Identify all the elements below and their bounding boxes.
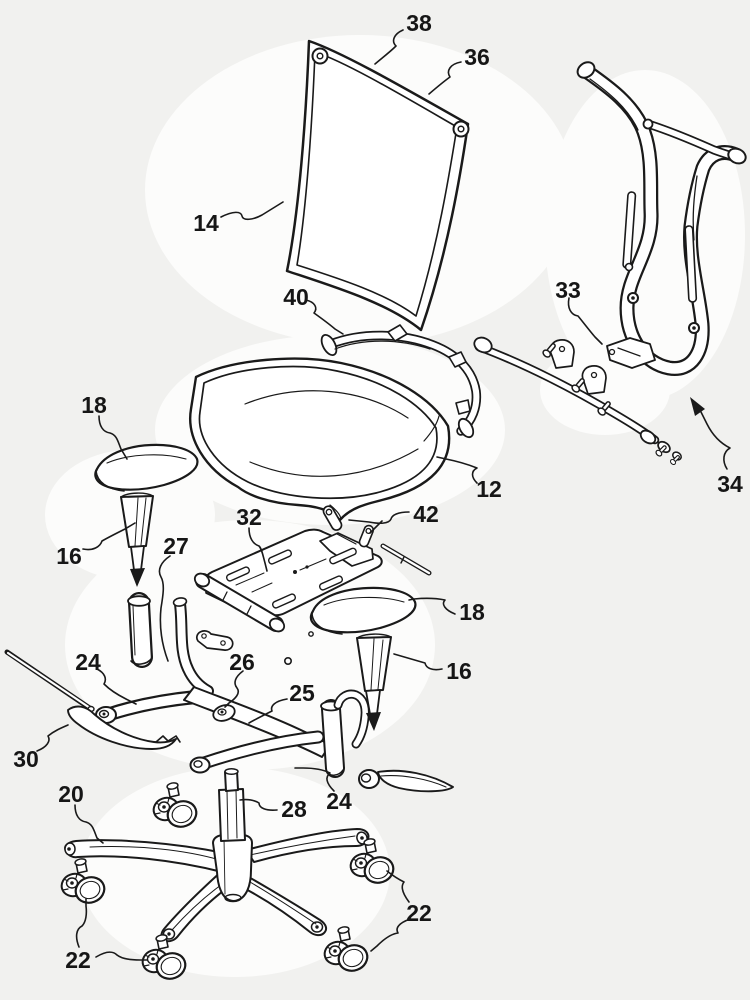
leader-22-left <box>75 898 148 961</box>
leader-18-left <box>98 415 128 460</box>
ref-label-25: 25 <box>289 680 315 706</box>
ref-label-32: 32 <box>236 504 262 530</box>
ref-label-24-left: 24 <box>75 649 101 675</box>
pivot-boss-26 <box>212 704 236 722</box>
leader-38 <box>374 29 404 65</box>
ref-label-22-right: 22 <box>406 900 432 926</box>
seat-frame-ring <box>320 324 482 439</box>
leader-30 <box>36 724 69 752</box>
ref-label-14: 14 <box>193 210 219 236</box>
ref-label-28: 28 <box>281 796 307 822</box>
ref-label-40: 40 <box>283 284 309 310</box>
leader-40 <box>305 299 344 335</box>
leader-22-right <box>370 870 411 952</box>
back-attachment-rail <box>473 336 682 466</box>
tension-rod-and-lever-30 <box>4 649 181 750</box>
leader-16-right <box>393 653 443 671</box>
ref-label-24-right: 24 <box>326 788 352 814</box>
ref-label-34: 34 <box>717 471 743 497</box>
ref-label-26: 26 <box>229 649 255 675</box>
leader-34 <box>700 411 731 470</box>
ref-label-36: 36 <box>464 44 490 70</box>
back-frame <box>576 61 747 376</box>
leader-26 <box>224 670 244 708</box>
height-adjust-handle <box>358 769 454 793</box>
ref-label-16-left: 16 <box>56 543 82 569</box>
leader-12 <box>436 456 478 484</box>
leader-20 <box>74 804 104 844</box>
leader-33 <box>567 297 603 345</box>
ref-label-38: 38 <box>406 10 432 36</box>
seat-cushion <box>189 357 451 522</box>
ref-label-12: 12 <box>476 476 502 502</box>
leader-25 <box>248 698 288 724</box>
leader-18-right <box>408 597 456 615</box>
ref-label-18-left: 18 <box>81 392 107 418</box>
ref-label-20: 20 <box>58 781 84 807</box>
leader-42 <box>348 511 410 534</box>
leader-24-right <box>294 767 335 792</box>
ref-label-30: 30 <box>13 746 39 772</box>
arrow-34 <box>690 397 705 416</box>
leader-24-left <box>96 668 137 705</box>
leader-32 <box>248 527 268 572</box>
leader-16-left <box>82 522 136 551</box>
ref-label-16-right: 16 <box>446 658 472 684</box>
leader-36 <box>428 61 462 95</box>
leader-28 <box>239 798 278 811</box>
seat-mounting-plate <box>193 528 383 633</box>
leader-14 <box>220 201 284 221</box>
reference-labels: 38 36 14 40 33 34 12 18 16 27 32 42 18 1… <box>13 10 743 973</box>
armrest-left <box>94 443 199 587</box>
fastener-brackets-42 <box>322 505 432 576</box>
ref-label-18-right: 18 <box>459 599 485 625</box>
ref-label-22-left: 22 <box>65 947 91 973</box>
ref-label-42: 42 <box>413 501 439 527</box>
leader-27 <box>158 555 171 662</box>
ref-label-33: 33 <box>555 277 581 303</box>
armrest-right <box>309 586 417 731</box>
leader-lines <box>36 29 731 961</box>
ref-label-27: 27 <box>163 533 189 559</box>
tilt-mechanism <box>95 592 370 778</box>
mesh-back-panel <box>285 39 470 332</box>
